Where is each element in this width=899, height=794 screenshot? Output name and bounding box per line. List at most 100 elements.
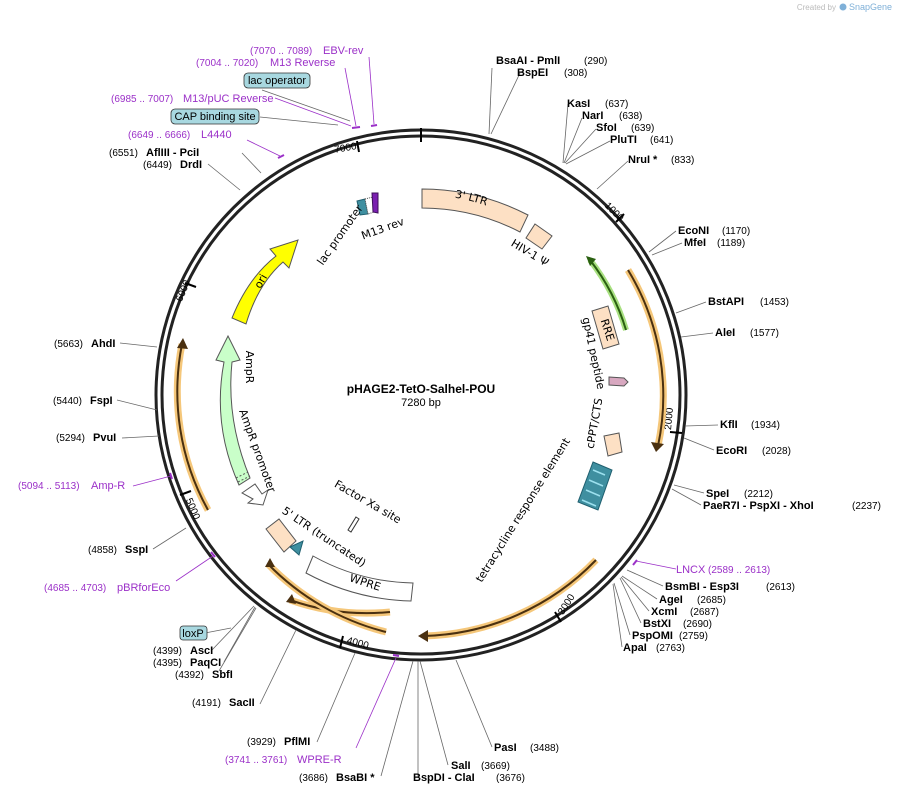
primer-m13-puc-reverse: (6985 .. 7007) M13/pUC Reverse [111,93,273,105]
feature-lac-promoter-label: lac promoter [315,202,366,268]
site-econi: EcoNI (1170) [678,225,750,237]
svg-text:BstAPI: BstAPI [708,296,744,308]
svg-text:pBRforEco: pBRforEco [117,582,170,594]
svg-text:(6551): (6551) [109,148,138,159]
feature-3-ltr: 3' LTR [421,188,529,233]
feature-hiv-psi: HIV-1 Ψ [509,223,553,269]
site-apai: ApaI (2763) [623,642,685,654]
site-agei: AgeI (2685) [659,594,726,606]
svg-text:(1189): (1189) [717,238,745,249]
tick-7000: 7000 [334,140,360,156]
orf-arrow-green [586,256,629,331]
svg-text:(6449): (6449) [143,160,172,171]
svg-text:PaeR7I - PspXI - XhoI: PaeR7I - PspXI - XhoI [703,500,814,512]
svg-text:KflI: KflI [720,419,738,431]
feature-cppt-label: cPPT/CTS [584,397,606,450]
watermark-brand: SnapGene [849,2,892,12]
svg-text:(639): (639) [631,123,654,134]
svg-text:(5094 .. 5113): (5094 .. 5113) [18,481,80,492]
feature-gp41-arrow [608,376,629,387]
svg-text:PasI: PasI [494,742,517,754]
primer-pbrforeco: (4685 .. 4703) pBRforEco [44,582,170,594]
svg-text:AflIII - PciI: AflIII - PciI [146,147,199,159]
svg-text:PspOMI: PspOMI [632,630,673,642]
feature-ampr-label: AmpR [243,351,256,384]
site-nari: NarI (638) [582,110,642,122]
svg-text:(2685): (2685) [697,595,726,606]
svg-text:FspI: FspI [90,395,113,407]
svg-text:SpeI: SpeI [706,488,729,500]
svg-text:(7004 .. 7020): (7004 .. 7020) [196,58,258,69]
feature-lac-promoter: lac promoter M13 rev [315,192,407,268]
svg-text:L4440: L4440 [201,129,232,141]
site-bsmbi: BsmBI - Esp3I (2613) [665,581,795,593]
svg-text:(4395): (4395) [153,658,182,669]
plasmid-length: 7280 bp [401,397,441,409]
svg-text:(2687): (2687) [690,607,719,618]
svg-text:(2759): (2759) [679,631,708,642]
svg-text:6000: 6000 [174,278,193,303]
svg-text:BsaAI - PmlI: BsaAI - PmlI [496,55,560,67]
svg-text:EcoRI: EcoRI [716,445,747,457]
site-ahdi: (5663) AhdI [54,338,115,350]
svg-text:(5663): (5663) [54,339,83,350]
svg-text:(7070 .. 7089): (7070 .. 7089) [250,46,312,57]
svg-text:SspI: SspI [125,544,148,556]
box-lac-operator: lac operator [243,72,311,89]
svg-text:SalI: SalI [451,760,471,772]
site-alei: AleI (1577) [715,327,779,339]
site-nrui: NruI * (833) [628,154,694,166]
svg-text:loxP: loxP [182,628,203,640]
svg-text:EBV-rev: EBV-rev [323,45,364,57]
tick-2000: 2000 [663,407,683,434]
svg-text:SbfI: SbfI [212,669,233,681]
primer-wpre-r: (3741 .. 3761) WPRE-R [225,754,342,766]
svg-text:(2763): (2763) [656,643,685,654]
svg-text:NarI: NarI [582,110,603,122]
site-kfli: KflI (1934) [720,419,780,431]
svg-text:(290): (290) [584,56,607,67]
svg-text:(3488): (3488) [530,743,559,754]
snapgene-watermark: Created by SnapGene [797,2,892,12]
site-pasi: PasI (3488) [494,742,559,754]
feature-rre: RRE [591,305,620,350]
feature-cppt: cPPT/CTS [584,397,623,457]
orf-arrow-left [173,338,212,512]
feature-factor-xa-label: Factor Xa site [332,478,403,527]
svg-text:Amp-R: Amp-R [91,480,125,492]
svg-text:PvuI: PvuI [93,432,116,444]
svg-text:(3669): (3669) [481,761,510,772]
svg-text:BstXI: BstXI [643,618,671,630]
orf-arrow-right-upper [625,268,667,452]
svg-text:EcoNI: EcoNI [678,225,709,237]
snapgene-logo-icon [839,3,847,11]
svg-text:(833): (833) [671,155,694,166]
feature-factor-xa: Factor Xa site [332,478,404,533]
svg-text:(1453): (1453) [760,297,789,308]
svg-text:BspDI - ClaI: BspDI - ClaI [413,772,475,784]
site-sacii: (4191) SacII [192,697,255,709]
svg-text:(4392): (4392) [175,670,204,681]
feature-tre-label: tetracycline response element [473,435,573,584]
feature-m13-rev-label: M13 rev [360,215,407,243]
primer-ebv-rev: (7070 .. 7089) EBV-rev [250,45,364,57]
feature-ori: ori [231,239,299,325]
svg-text:7000: 7000 [334,141,358,156]
svg-text:AscI: AscI [190,645,213,657]
svg-text:(637): (637) [605,99,628,110]
feature-ampr: AmpR [215,334,256,486]
orf-arrow-bottom-right [418,557,599,642]
svg-text:ApaI: ApaI [623,642,647,654]
site-kasi: KasI (637) [567,98,628,110]
primer-lncx: LNCX (2589 .. 2613) [676,564,770,576]
svg-text:SfoI: SfoI [596,122,617,134]
orf-arrow-bottom-left-2 [265,558,387,636]
primer-m13-reverse: (7004 .. 7020) M13 Reverse [196,57,335,69]
site-leaders [116,67,719,777]
svg-text:(3929): (3929) [247,737,276,748]
plasmid-name: pHAGE2-TetO-Salhel-POU [347,382,495,396]
svg-text:(2589 .. 2613): (2589 .. 2613) [708,565,770,576]
site-sali: SalI (3669) [451,760,510,772]
site-pflmi: (3929) PflMI [247,736,310,748]
